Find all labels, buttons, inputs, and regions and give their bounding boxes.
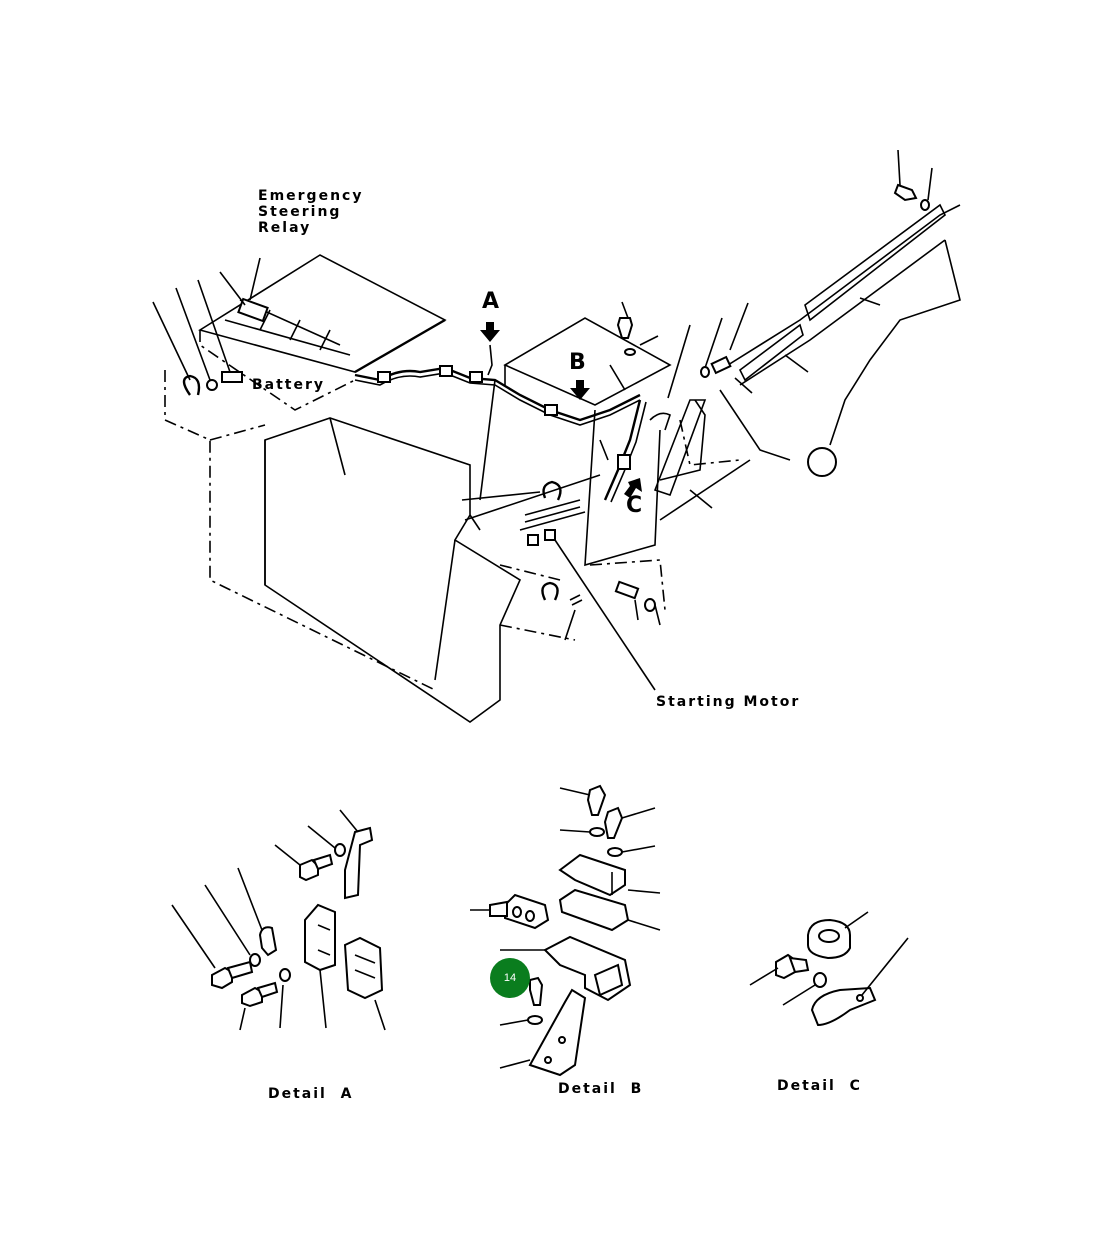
arrow-b-label: B <box>569 350 586 375</box>
relay-label-line2: Steering <box>258 204 342 220</box>
battery-top <box>198 254 447 411</box>
starting-motor-label: Starting Motor <box>656 694 801 710</box>
battery-label: Battery <box>252 377 326 393</box>
starter-housing <box>464 317 672 611</box>
arrow-a-label: A <box>482 289 500 314</box>
relay-label-line1: Emergency <box>258 188 364 204</box>
arrow-a-graphic <box>480 322 500 376</box>
battery-clamp-j <box>182 374 201 396</box>
frame-rail <box>649 203 961 521</box>
battery-box <box>164 370 576 723</box>
arrow-c-label: C <box>626 493 643 518</box>
detail-b-label: Detail B <box>558 1081 644 1097</box>
wiring-harness <box>354 365 647 503</box>
starter-solenoid <box>519 480 586 606</box>
detail-b-drawing <box>470 784 661 1077</box>
arrow-b-graphic <box>570 380 590 400</box>
detail-c-drawing <box>749 911 909 1027</box>
relay-label-line3: Relay <box>258 220 312 236</box>
detail-c-label: Detail C <box>777 1078 862 1094</box>
battery-bolt <box>221 371 243 383</box>
leader-lines-main <box>152 149 933 691</box>
detail-a-drawing <box>171 809 386 1031</box>
hardware-top <box>614 183 930 612</box>
detail-a-label: Detail A <box>268 1086 354 1102</box>
arrow-c-graphic <box>624 478 642 498</box>
callout-14-marker[interactable]: 14 <box>490 958 530 998</box>
main-assembly <box>152 149 961 723</box>
battery-washer <box>206 379 218 391</box>
